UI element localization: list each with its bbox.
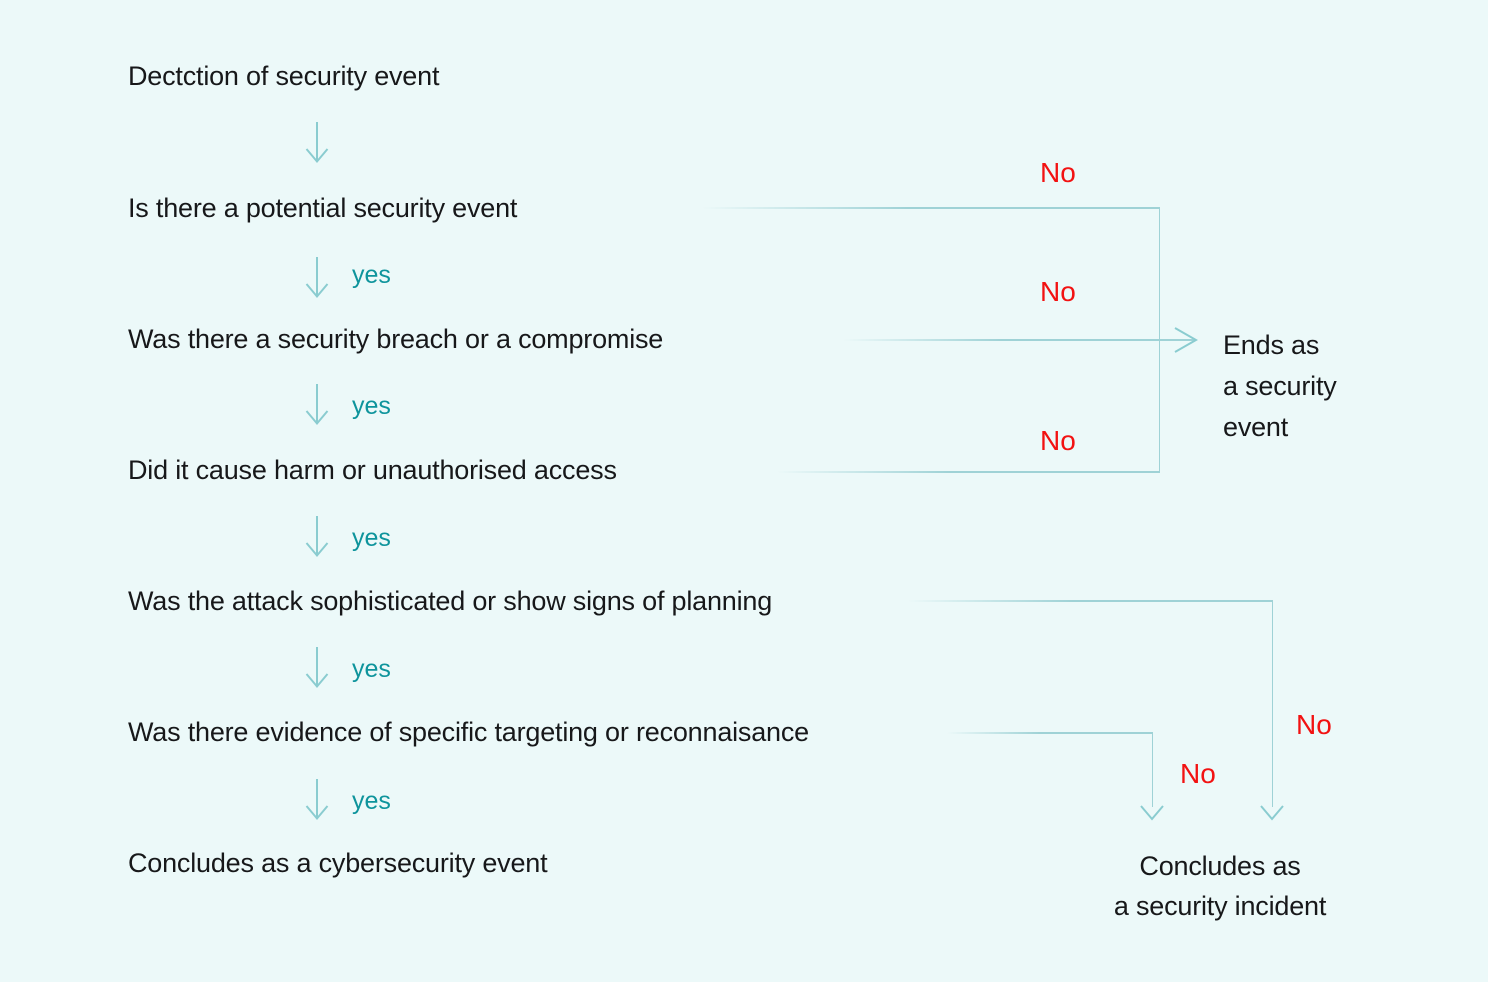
flow-start-node: Dectction of security event [128,61,440,91]
down-arrow-icon [305,647,329,689]
yes-label: yes [352,655,391,683]
outcome-line: a security [1223,371,1337,401]
question-potential-security-event: Is there a potential security event [128,193,518,223]
yes-label: yes [352,524,391,552]
down-arrow-icon [305,516,329,558]
outcome-line: Ends as [1223,330,1320,360]
outcome-line: a security incident [1113,891,1327,921]
question-specific-targeting: Was there evidence of specific targeting… [128,717,809,747]
right-arrow-icon [1174,327,1198,353]
connector-line [843,339,1195,341]
down-arrow-icon [305,122,329,164]
outcome-concludes-cybersecurity-event: Concludes as a cybersecurity event [128,848,548,878]
connector-line [908,600,1273,602]
question-harm-unauthorised-access: Did it cause harm or unauthorised access [128,455,617,485]
question-security-breach: Was there a security breach or a comprom… [128,324,664,354]
outcome-line: event [1223,412,1289,442]
question-attack-sophisticated: Was the attack sophisticated or show sig… [128,586,773,616]
yes-label: yes [352,392,391,420]
outcome-ends-as-security-event: Ends as a security event [1223,325,1337,448]
down-arrow-icon [305,779,329,821]
outcome-concludes-security-incident: Concludes as a security incident [1020,846,1420,926]
connector-line [1151,732,1153,807]
outcome-line: Concludes as [1139,851,1301,881]
connector-line [1271,600,1273,807]
no-label: No [1180,758,1216,789]
down-arrow-icon [305,384,329,426]
no-label: No [1040,425,1076,456]
down-arrow-icon [1260,805,1284,821]
connector-line [777,471,1160,473]
connector-line [947,732,1153,734]
yes-label: yes [352,261,391,289]
yes-label: yes [352,787,391,815]
no-label: No [1296,709,1332,740]
connector-line [702,207,1160,209]
down-arrow-icon [305,257,329,299]
no-label: No [1040,157,1076,188]
down-arrow-icon [1140,805,1164,821]
no-label: No [1040,276,1076,307]
